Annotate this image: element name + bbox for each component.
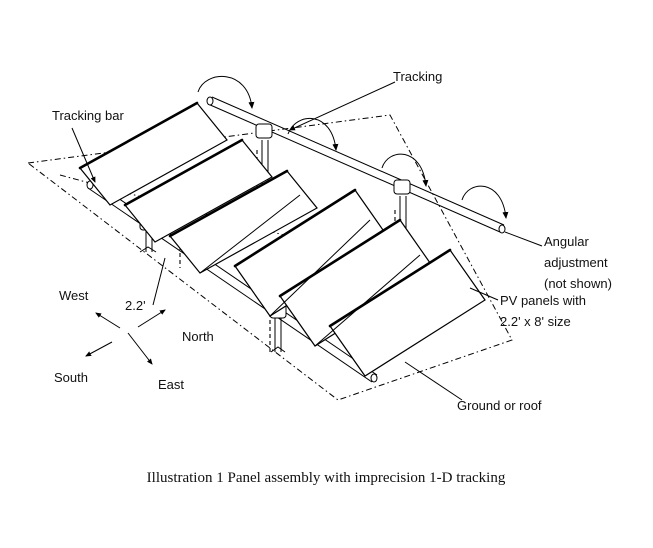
- north-label: North: [182, 329, 214, 344]
- south-label: South: [54, 370, 88, 385]
- angular-adjustment-label-1: Angular: [544, 234, 589, 249]
- west-label: West: [59, 288, 89, 303]
- rotation-arrows: [197, 75, 509, 219]
- tracking-label: Tracking: [393, 69, 442, 84]
- ground-or-roof-label: Ground or roof: [457, 398, 542, 413]
- tracking-bar-label: Tracking bar: [52, 108, 124, 123]
- pv-panel-group-2: [234, 189, 486, 377]
- angular-adjustment-label-2: adjustment: [544, 255, 608, 270]
- dimension-label: 2.2': [125, 298, 146, 313]
- figure-caption: Illustration 1 Panel assembly with impre…: [147, 470, 506, 486]
- pv-panels-label-2: 2.2' x 8' size: [500, 314, 571, 329]
- panel-diagonals: [199, 194, 421, 347]
- pv-panel-group-1: [79, 102, 318, 274]
- angular-adjustment-label-3: (not shown): [544, 276, 612, 291]
- leader-lines: [71, 81, 543, 401]
- compass-arrows: [85, 309, 166, 365]
- pv-panels-label-1: PV panels with: [500, 293, 586, 308]
- east-label: East: [158, 377, 184, 392]
- panel-thick-edges: [78, 101, 452, 328]
